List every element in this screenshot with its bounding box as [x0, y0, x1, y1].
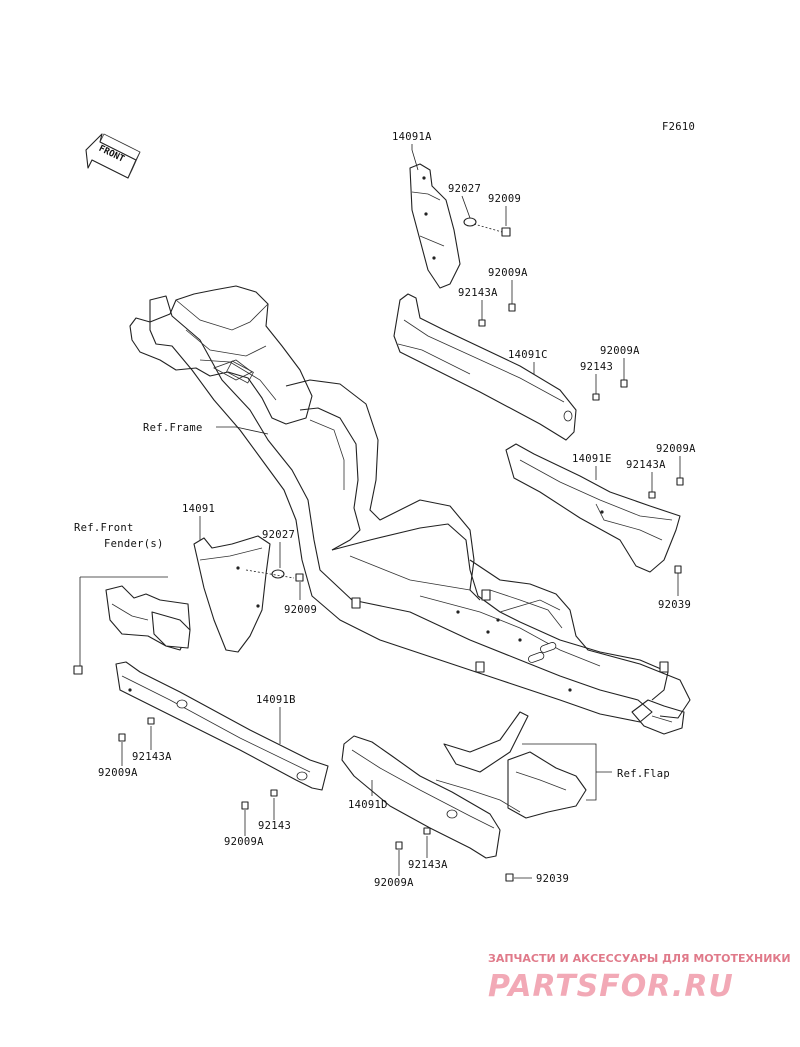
- bolt-92009A-f: [395, 841, 403, 850]
- ref-front-fender-bracket: [79, 576, 168, 668]
- label-14091C: 14091C: [508, 349, 548, 361]
- part-14091A: [409, 163, 461, 289]
- label-92009-mid: 92009: [284, 604, 317, 616]
- washer-92027-top: [463, 217, 477, 227]
- ref-flap-label: Ref.Flap: [617, 768, 670, 780]
- flap-ref-drawing: [435, 711, 587, 819]
- label-92009A-e: 92009A: [224, 836, 264, 848]
- label-14091D: 14091D: [348, 799, 388, 811]
- watermark-tagline: ЗАПЧАСТИ И АКСЕССУАРЫ ДЛЯ МОТОТЕХНИКИ: [488, 952, 791, 965]
- collar-92143-b: [592, 393, 600, 401]
- label-92143A-a: 92143A: [458, 287, 498, 299]
- collar-92143A-f: [423, 827, 431, 835]
- part-14091B: [115, 661, 329, 791]
- collar-92143-e: [270, 789, 278, 797]
- label-14091: 14091: [182, 503, 215, 515]
- part-14091D: [341, 735, 501, 859]
- label-92039-b: 92039: [536, 873, 569, 885]
- ref-front-fender-label-2: Fender(s): [104, 538, 164, 550]
- screw-92039-a: [674, 565, 682, 574]
- watermark-brand: PARTSFOR.RU: [488, 969, 734, 1004]
- front-arrow-icon: FRONT: [85, 133, 141, 179]
- label-92009A-a: 92009A: [488, 267, 528, 279]
- bolt-92009-mid: [295, 573, 304, 582]
- ref-frame-label: Ref.Frame: [143, 422, 203, 434]
- label-92143-b: 92143: [580, 361, 613, 373]
- label-92039-a: 92039: [658, 599, 691, 611]
- label-92027-top: 92027: [448, 183, 481, 195]
- label-92143A-d: 92143A: [132, 751, 172, 763]
- washer-92027-mid: [271, 569, 285, 579]
- collar-92143A-c: [648, 491, 656, 499]
- label-14091E: 14091E: [572, 453, 612, 465]
- ref-front-fender-label-1: Ref.Front: [74, 522, 134, 534]
- label-14091A: 14091A: [392, 131, 432, 143]
- label-92143-e: 92143: [258, 820, 291, 832]
- screw-92039-b: [505, 873, 514, 882]
- bolt-92009A-a: [508, 303, 516, 312]
- ref-flap-bracket: [522, 743, 612, 801]
- label-14091B: 14091B: [256, 694, 296, 706]
- fender-fastener-icon: [73, 665, 83, 675]
- bolt-92009A-d: [118, 733, 126, 742]
- label-92009A-b: 92009A: [600, 345, 640, 357]
- collar-92143A-a: [478, 319, 486, 327]
- label-92009A-c: 92009A: [656, 443, 696, 455]
- part-14091: [193, 535, 271, 653]
- label-92027-mid: 92027: [262, 529, 295, 541]
- label-92009A-f: 92009A: [374, 877, 414, 889]
- label-92009-top: 92009: [488, 193, 521, 205]
- bolt-92009A-b: [620, 379, 628, 388]
- front-fender-ref-drawing: [105, 585, 191, 651]
- frame-drawing: [129, 285, 691, 735]
- collar-92143A-d: [147, 717, 155, 725]
- label-92143A-f: 92143A: [408, 859, 448, 871]
- label-92009A-d: 92009A: [98, 767, 138, 779]
- part-14091C: [393, 293, 577, 441]
- ref-frame-leader: [216, 426, 269, 435]
- figure-code: F2610: [662, 121, 695, 133]
- bolt-92009A-c: [676, 477, 684, 486]
- bolt-92009-top: [501, 227, 511, 237]
- bolt-92009A-e: [241, 801, 249, 810]
- label-92143A-c: 92143A: [626, 459, 666, 471]
- part-14091E: [505, 443, 681, 573]
